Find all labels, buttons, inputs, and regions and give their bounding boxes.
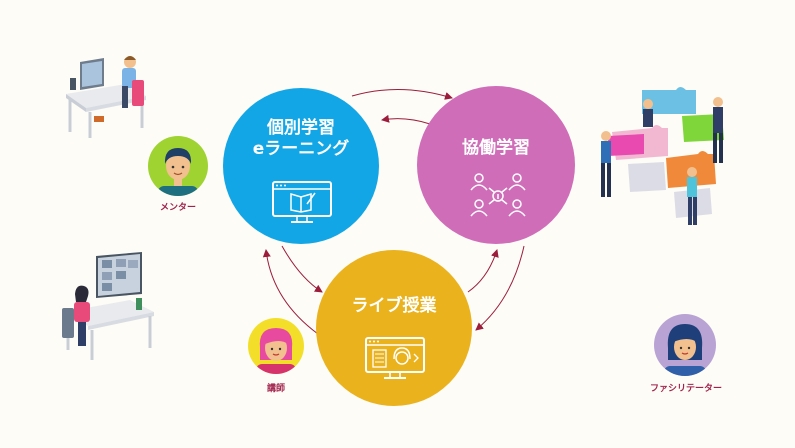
arrow-live-to-elearning — [262, 249, 319, 335]
arrow-elearning-to-collab — [351, 88, 453, 100]
person-video-call-illustration — [62, 252, 154, 360]
circle-collab-title: 協働学習 — [462, 138, 530, 158]
facilitator-label: ファシリテーター — [649, 384, 722, 394]
group-discussion-icon — [470, 173, 526, 217]
instructor-avatar — [248, 318, 304, 374]
facilitator-avatar — [654, 314, 716, 376]
arrow-live-to-collab — [467, 249, 499, 293]
arrow-elearning-to-live — [281, 245, 323, 293]
circle-live-class: ライブ授業 — [316, 250, 472, 406]
monitor-book-icon — [272, 181, 332, 223]
circle-live-title: ライブ授業 — [351, 296, 437, 316]
mentor-avatar — [148, 136, 208, 196]
circle-individual-learning: 個別学習 eラーニング — [223, 88, 379, 244]
instructor-label: 講師 — [266, 384, 285, 394]
monitor-headset-icon — [365, 337, 425, 379]
circle-elearning-subtitle: eラーニング — [252, 139, 350, 160]
arrow-collab-to-live — [475, 245, 525, 331]
circle-collaborative-learning: 協働学習 — [417, 86, 575, 244]
circle-elearning-title: 個別学習 — [267, 118, 335, 138]
arrow-collab-to-elearning — [381, 114, 431, 125]
mentor-label: メンター — [159, 203, 196, 213]
team-puzzle-illustration — [601, 87, 724, 225]
person-at-desk-illustration — [66, 56, 146, 138]
